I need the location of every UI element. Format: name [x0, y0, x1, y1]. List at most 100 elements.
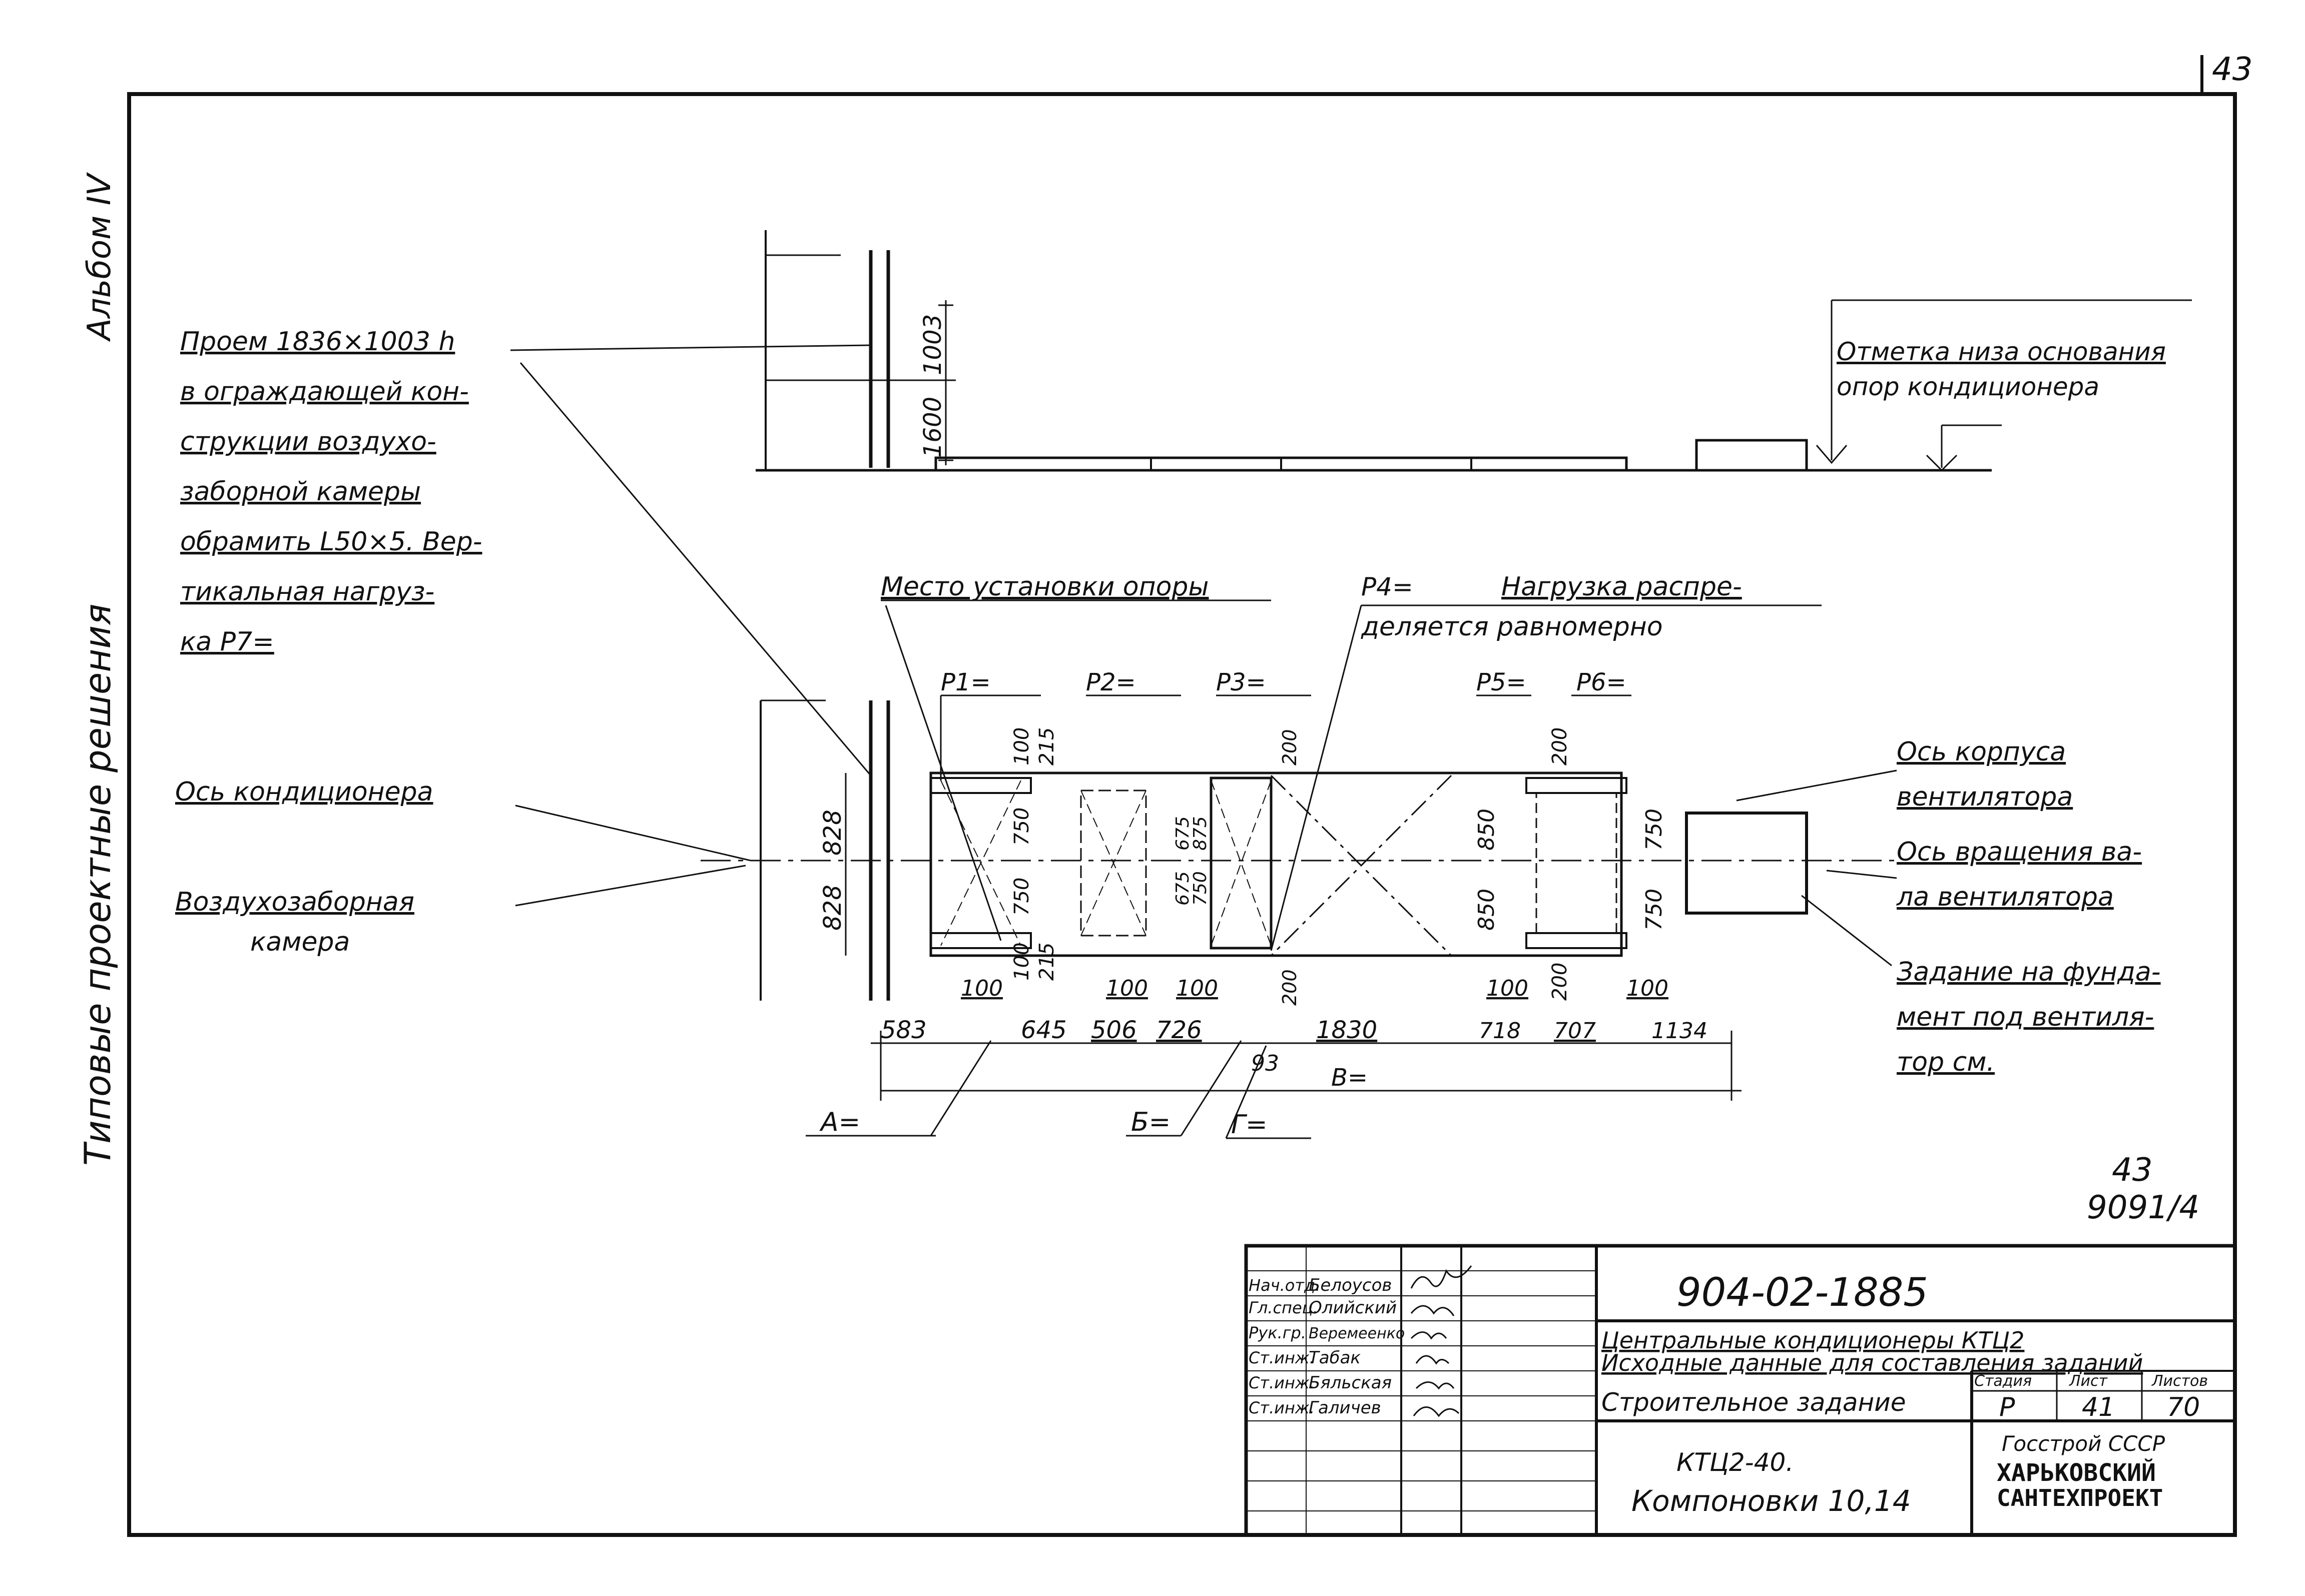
p4-note: деляется равномерно [1361, 612, 1663, 642]
vert-dim: 850 [1474, 889, 1499, 931]
vert-dim: 675 [1173, 816, 1193, 851]
dim-93: 93 [1251, 1051, 1279, 1076]
signature [1415, 1381, 1455, 1390]
opening-note-line: обрамить L50×5. Вер- [180, 527, 482, 557]
elevation-view: 1003 1600 [510, 230, 2192, 776]
vert-dim: 850 [1474, 809, 1499, 851]
doc-number: 904-02-1885 [1676, 1270, 1928, 1315]
signature [1415, 1355, 1450, 1365]
series-label: Типовые проектные решения [77, 604, 119, 1166]
vert-dim: 750 [1190, 871, 1211, 906]
org-line: САНТЕХПРОЕКТ [1997, 1484, 2163, 1511]
vert-dim: 200 [1279, 729, 1301, 765]
role-label: Гл.спец. [1249, 1298, 1318, 1317]
load-label: P3= [1216, 668, 1266, 696]
signature [1410, 1331, 1447, 1340]
sheet-number: 41 [2082, 1392, 2115, 1422]
opening-note-line: заборной камеры [180, 477, 421, 507]
stage-value: Р [1999, 1392, 2015, 1422]
vert-dim: 100 [1010, 727, 1033, 765]
chain-dim: 583 [881, 1016, 927, 1044]
org-line: ХАРЬКОВСКИЙ [1997, 1458, 2156, 1487]
vert-dim: 200 [1279, 969, 1301, 1006]
fan-foundation-label: Задание на фунда- [1897, 957, 2161, 987]
fan-housing-axis-label: вентилятора [1897, 782, 2073, 812]
opening-note-line: ка P7= [180, 627, 274, 657]
page-number: 43 [2212, 51, 2252, 88]
person-name: Белоусов [1309, 1275, 1392, 1295]
fan-shaft-axis-label: Ось вращения ва- [1897, 837, 2142, 867]
small-dim: 100 [1626, 976, 1668, 1001]
vert-dim: 215 [1035, 727, 1058, 765]
dim-1003: 1003 [919, 314, 947, 375]
fan-foundation-outline [1685, 812, 1808, 915]
base-note: опор кондиционера [1837, 372, 2099, 401]
fan-foundation-label: тор см. [1897, 1047, 1995, 1077]
load-label: P2= [1086, 668, 1136, 696]
vert-dim: 750 [1010, 878, 1033, 916]
fan-housing-axis-label: Ось корпуса [1897, 737, 2066, 767]
vert-dim: 215 [1035, 943, 1058, 981]
label-Г: Г= [1231, 1110, 1268, 1140]
fan-foundation-label: мент под вентиля- [1897, 1002, 2154, 1032]
sheets-label: Листов [2151, 1372, 2208, 1390]
opening-note-line: Проем 1836×1003 h [180, 327, 455, 357]
album-label: Альбом IV [81, 172, 118, 342]
role-label: Ст.инж. [1249, 1373, 1315, 1392]
axis-conditioner-label: Ось кондиционера [175, 777, 433, 807]
chain-dim: 718 [1479, 1018, 1521, 1044]
chain-dim: 645 [1021, 1016, 1067, 1044]
vert-dim: 675 [1173, 871, 1193, 906]
load-label: P5= [1476, 668, 1526, 696]
subject-line: КТЦ2-40. [1676, 1448, 1794, 1477]
chain-dim: 506 [1091, 1016, 1137, 1044]
role-label: Ст.инж. [1249, 1348, 1315, 1367]
small-dim: 100 [961, 976, 1003, 1001]
conditioner-plan-outline [929, 771, 1623, 957]
sheet-code-line: 9091/4 [2087, 1189, 2199, 1226]
dim-1600: 1600 [919, 397, 947, 458]
role-label: Рук.гр. [1249, 1323, 1306, 1342]
dim-B: В= [1331, 1064, 1368, 1092]
stage-label: Стадия [1974, 1372, 2032, 1390]
signature [1413, 1406, 1460, 1417]
role-label: Ст.инж. [1249, 1398, 1315, 1417]
vert-dim: 875 [1190, 816, 1211, 851]
label-Б: Б= [1131, 1107, 1171, 1137]
fan-shaft-axis-label: ла вентилятора [1896, 882, 2114, 912]
title-line-1: Центральные кондиционеры КТЦ2 [1601, 1327, 2024, 1354]
p4-label: P4= [1361, 572, 1413, 601]
role-label: Нач.отд. [1249, 1276, 1320, 1295]
org-line: Госстрой СССР [2002, 1431, 2165, 1456]
frame-border [127, 92, 2237, 1537]
vert-dim: 750 [1641, 809, 1667, 851]
signature [1410, 1305, 1455, 1316]
chain-dim: 726 [1156, 1016, 1202, 1044]
air-intake-label: камера [250, 927, 350, 957]
subject-line: Компоновки 10,14 [1631, 1484, 1911, 1518]
opening-note-line: тикальная нагруз- [180, 577, 434, 607]
vert-dim: 100 [1010, 943, 1033, 981]
sheet-label: Лист [2069, 1372, 2108, 1390]
plan-view: 828 828 100 215 750 750 100 215 675 875 … [515, 599, 1902, 1140]
title-line-2: Исходные данные для составления заданий [1601, 1349, 2143, 1376]
sheet-code-line: 43 [2112, 1152, 2152, 1189]
person-name: Бяльская [1309, 1373, 1392, 1393]
p4-note: Нагрузка распре- [1501, 572, 1742, 602]
title-block: Нач.отд. Гл.спец. Рук.гр. Ст.инж. Ст.инж… [1244, 1244, 2237, 1537]
label-A: А= [819, 1107, 860, 1137]
small-dim: 100 [1486, 976, 1528, 1001]
person-name: Галичев [1309, 1398, 1381, 1418]
person-name: Олийский [1309, 1298, 1397, 1318]
load-label: P1= [941, 668, 991, 696]
small-dim: 100 [1176, 976, 1218, 1001]
opening-note-line: струкции воздухо- [180, 427, 436, 457]
chain-dim: 1134 [1651, 1018, 1707, 1044]
vert-dim: 750 [1641, 889, 1667, 931]
support-place-label: Место установки опоры [881, 572, 1209, 602]
opening-note: Проем 1836×1003 h в ограждающей кон- стр… [180, 327, 482, 657]
small-dim: 100 [1106, 976, 1148, 1001]
sheets-total: 70 [2167, 1392, 2200, 1422]
